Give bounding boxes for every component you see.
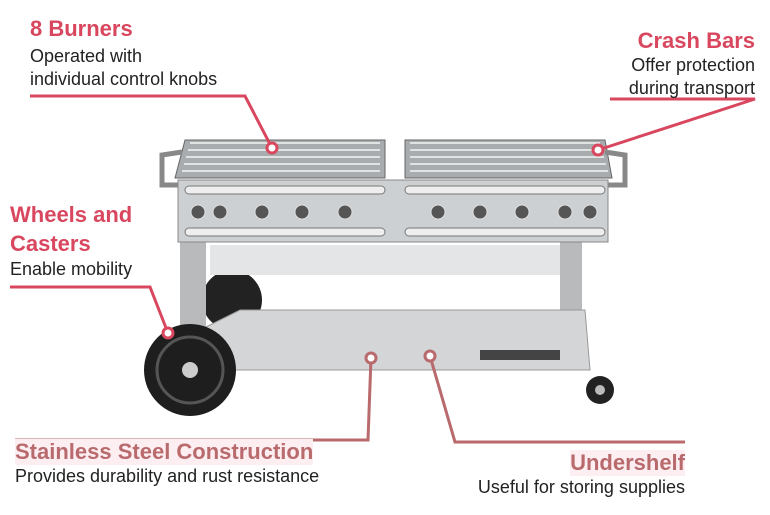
burners-desc-1: Operated with: [30, 46, 143, 66]
wheels-desc: Enable mobility: [10, 259, 133, 279]
burners-desc-2: individual control knobs: [30, 69, 218, 89]
callout-dots: [161, 141, 605, 365]
steel-desc: Provides durability and rust resistance: [15, 466, 320, 486]
steel-title: Stainless Steel Construction: [15, 439, 314, 465]
crash-bars-desc-2: during transport: [628, 78, 755, 98]
burners-title: 8 Burners: [30, 16, 133, 41]
undershelf-title: Undershelf: [570, 450, 685, 476]
crash-bars-desc-1: Offer protection: [631, 55, 755, 75]
undershelf-desc: Useful for storing supplies: [477, 477, 685, 497]
crash-bars-title: Crash Bars: [637, 28, 755, 53]
callout-lines: [10, 94, 756, 444]
grill: [144, 139, 628, 416]
wheels-title-1: Wheels and: [10, 202, 133, 227]
wheels-title-2: Casters: [10, 231, 91, 256]
